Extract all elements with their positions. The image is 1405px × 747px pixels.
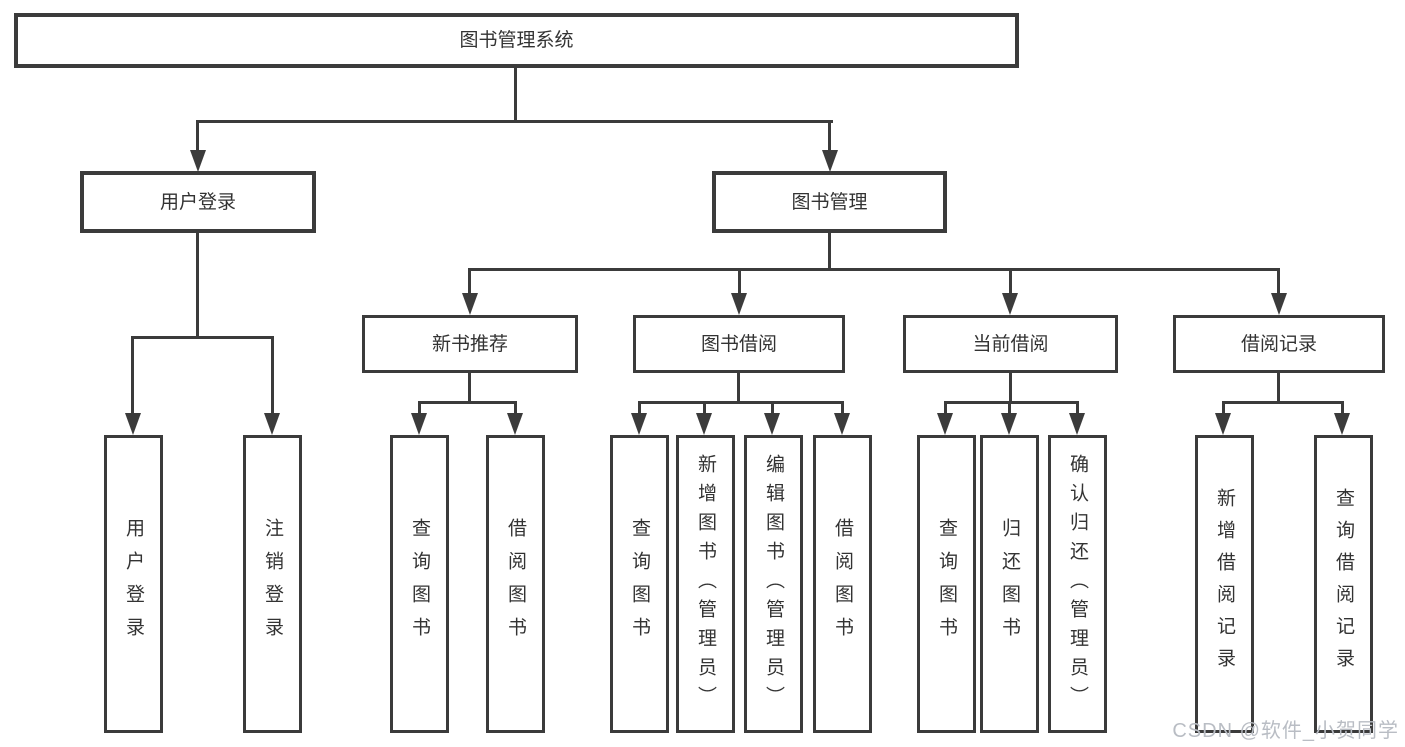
node-borrowing-records: 借阅记录 <box>1173 315 1385 373</box>
leaf-confirm-return-admin-label: 确认归还（管理员） <box>1067 453 1088 715</box>
arrowhead-query-books-borrowing <box>631 413 647 435</box>
arrowhead-leaf-user-login <box>125 413 141 435</box>
connector-current-borrowing-rail <box>944 401 1078 404</box>
arrowhead-new-book-recommend <box>462 293 478 315</box>
connector-book-borrowing-rail <box>638 401 843 404</box>
leaf-edit-books-admin: 编辑图书（管理员） <box>744 435 803 733</box>
connector-drop-add-books-admin <box>703 401 706 415</box>
node-root-label: 图书管理系统 <box>459 30 574 51</box>
leaf-logout: 注销登录 <box>243 435 302 733</box>
leaf-add-books-admin: 新增图书（管理员） <box>676 435 735 733</box>
node-current-borrowing-label: 当前借阅 <box>972 333 1049 355</box>
node-user-login-label: 用户登录 <box>159 191 236 213</box>
leaf-query-books-recommend-label: 查询图书 <box>409 518 430 650</box>
arrowhead-add-borrow-record <box>1215 413 1231 435</box>
leaf-borrow-books-recommend: 借阅图书 <box>486 435 545 733</box>
arrowhead-edit-books-admin <box>764 413 780 435</box>
arrowhead-borrow-books-borrowing <box>834 413 850 435</box>
leaf-edit-books-admin-label: 编辑图书（管理员） <box>763 453 784 715</box>
connector-drop-query-books-recommend <box>418 401 421 415</box>
leaf-borrow-books-borrowing: 借阅图书 <box>813 435 872 733</box>
leaf-return-books: 归还图书 <box>980 435 1039 733</box>
connector-root-stem <box>514 68 517 120</box>
node-current-borrowing: 当前借阅 <box>903 315 1118 373</box>
leaf-user-login: 用户登录 <box>104 435 163 733</box>
node-book-management-label: 图书管理 <box>791 191 868 213</box>
connector-drop-add-borrow-record <box>1222 401 1225 415</box>
connector-drop-borrowing-records <box>1277 268 1280 295</box>
arrowhead-return-books <box>1001 413 1017 435</box>
connector-drop-leaf-logout <box>271 336 274 415</box>
connector-borrowing-records-rail <box>1222 401 1344 404</box>
arrowhead-user-login <box>190 150 206 172</box>
leaf-return-books-label: 归还图书 <box>999 518 1020 650</box>
connector-drop-leaf-user-login <box>131 336 134 415</box>
arrowhead-current-borrowing <box>1002 293 1018 315</box>
node-new-book-recommend-label: 新书推荐 <box>431 333 508 355</box>
leaf-query-books-current-label: 查询图书 <box>936 518 957 650</box>
connector-drop-borrow-books-borrowing <box>841 401 844 415</box>
connector-drop-query-books-current <box>944 401 947 415</box>
leaf-query-books-current: 查询图书 <box>917 435 976 733</box>
node-new-book-recommend: 新书推荐 <box>362 315 578 373</box>
connector-drop-query-borrow-record <box>1341 401 1344 415</box>
connector-user-login-rail <box>131 336 274 339</box>
arrowhead-query-books-recommend <box>411 413 427 435</box>
leaf-query-books-recommend: 查询图书 <box>390 435 449 733</box>
connector-new-book-recommend-rail <box>418 401 517 404</box>
leaf-add-books-admin-label: 新增图书（管理员） <box>695 453 716 715</box>
connector-new-book-recommend-stem <box>468 373 471 403</box>
connector-drop-query-books-borrowing <box>638 401 641 415</box>
arrowhead-add-books-admin <box>696 413 712 435</box>
arrowhead-book-management <box>822 150 838 172</box>
connector-book-management-stem <box>828 233 831 270</box>
leaf-add-borrow-record-label: 新增借阅记录 <box>1214 488 1235 680</box>
connector-root-rail <box>196 120 833 123</box>
connector-drop-book-borrowing <box>738 268 741 295</box>
connector-drop-book-management <box>828 120 831 152</box>
arrowhead-borrowing-records <box>1271 293 1287 315</box>
connector-book-borrowing-stem <box>737 373 740 403</box>
leaf-query-books-borrowing-label: 查询图书 <box>629 518 650 650</box>
node-book-borrowing: 图书借阅 <box>633 315 845 373</box>
arrowhead-query-books-current <box>937 413 953 435</box>
arrowhead-leaf-logout <box>264 413 280 435</box>
node-user-login: 用户登录 <box>80 171 316 233</box>
leaf-borrow-books-borrowing-label: 借阅图书 <box>832 518 853 650</box>
node-root: 图书管理系统 <box>14 13 1019 68</box>
arrowhead-confirm-return-admin <box>1069 413 1085 435</box>
leaf-confirm-return-admin: 确认归还（管理员） <box>1048 435 1107 733</box>
node-book-borrowing-label: 图书借阅 <box>700 333 777 355</box>
leaf-query-borrow-record: 查询借阅记录 <box>1314 435 1373 733</box>
connector-drop-current-borrowing <box>1009 268 1012 295</box>
csdn-watermark: CSDN @软件_小贺同学 <box>1172 720 1399 742</box>
arrowhead-book-borrowing <box>731 293 747 315</box>
connector-user-login-stem <box>196 233 199 336</box>
node-borrowing-records-label: 借阅记录 <box>1240 333 1317 355</box>
leaf-user-login-label: 用户登录 <box>123 518 144 650</box>
connector-book-management-rail <box>468 268 1280 271</box>
connector-drop-edit-books-admin <box>771 401 774 415</box>
connector-drop-borrow-books-recommend <box>514 401 517 415</box>
connector-drop-confirm-return-admin <box>1076 401 1079 415</box>
leaf-query-borrow-record-label: 查询借阅记录 <box>1333 488 1354 680</box>
leaf-add-borrow-record: 新增借阅记录 <box>1195 435 1254 733</box>
node-book-management: 图书管理 <box>712 171 947 233</box>
arrowhead-query-borrow-record <box>1334 413 1350 435</box>
connector-drop-new-book-recommend <box>468 268 471 295</box>
connector-current-borrowing-stem <box>1009 373 1012 403</box>
connector-drop-user-login <box>196 120 199 152</box>
leaf-query-books-borrowing: 查询图书 <box>610 435 669 733</box>
connector-drop-return-books <box>1008 401 1011 415</box>
leaf-logout-label: 注销登录 <box>262 518 283 650</box>
leaf-borrow-books-recommend-label: 借阅图书 <box>505 518 526 650</box>
arrowhead-borrow-books-recommend <box>507 413 523 435</box>
connector-borrowing-records-stem <box>1277 373 1280 403</box>
